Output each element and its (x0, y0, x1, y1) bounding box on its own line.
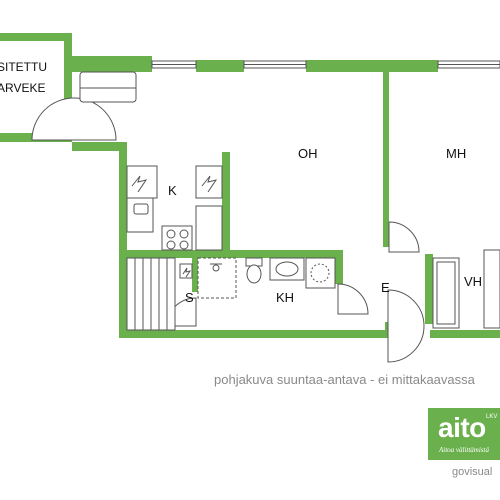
sauna-fixtures (126, 257, 193, 331)
wardrobe-label: VH (464, 274, 482, 289)
bedroom-label: MH (446, 146, 466, 161)
bedroom-door (388, 221, 420, 253)
bolt-icon (201, 175, 218, 193)
bolt-icon (182, 267, 192, 278)
bolt-icon (131, 175, 148, 193)
toilet-icon (246, 264, 262, 284)
balcony-door (31, 97, 117, 141)
bathroom-label: KH (276, 290, 294, 305)
bathroom-fixtures (197, 257, 336, 299)
balcony-label: SITETTU (0, 60, 47, 74)
room-labels: SITETTU ARVEKE OH MH K S KH E VH (0, 60, 482, 305)
source-credit: govisual (452, 466, 493, 478)
exterior-walls (0, 33, 500, 338)
entrance-door (387, 289, 425, 363)
brand-logo: aito LKV Aitoa välittämistä (428, 408, 500, 460)
living-room-label: OH (298, 146, 318, 161)
balcony-cabinet (79, 71, 137, 103)
brand-name: aito (438, 412, 486, 443)
washer-icon (310, 263, 330, 283)
brand-lkv: LKV (486, 414, 498, 420)
bathroom-door (337, 283, 369, 315)
entrance-label: E (381, 280, 390, 295)
disclaimer-note: pohjakuva suuntaa-antava - ei mittakaava… (214, 372, 475, 387)
sauna-label: S (185, 290, 194, 305)
balcony-label: ARVEKE (0, 81, 45, 95)
kitchen-label: K (168, 183, 177, 198)
wardrobe-fixtures (432, 249, 500, 329)
brand-tagline: Aitoa välittämistä (439, 446, 489, 454)
kitchen-fixtures (126, 165, 223, 251)
sink-icon (275, 261, 299, 277)
windows (151, 60, 500, 69)
